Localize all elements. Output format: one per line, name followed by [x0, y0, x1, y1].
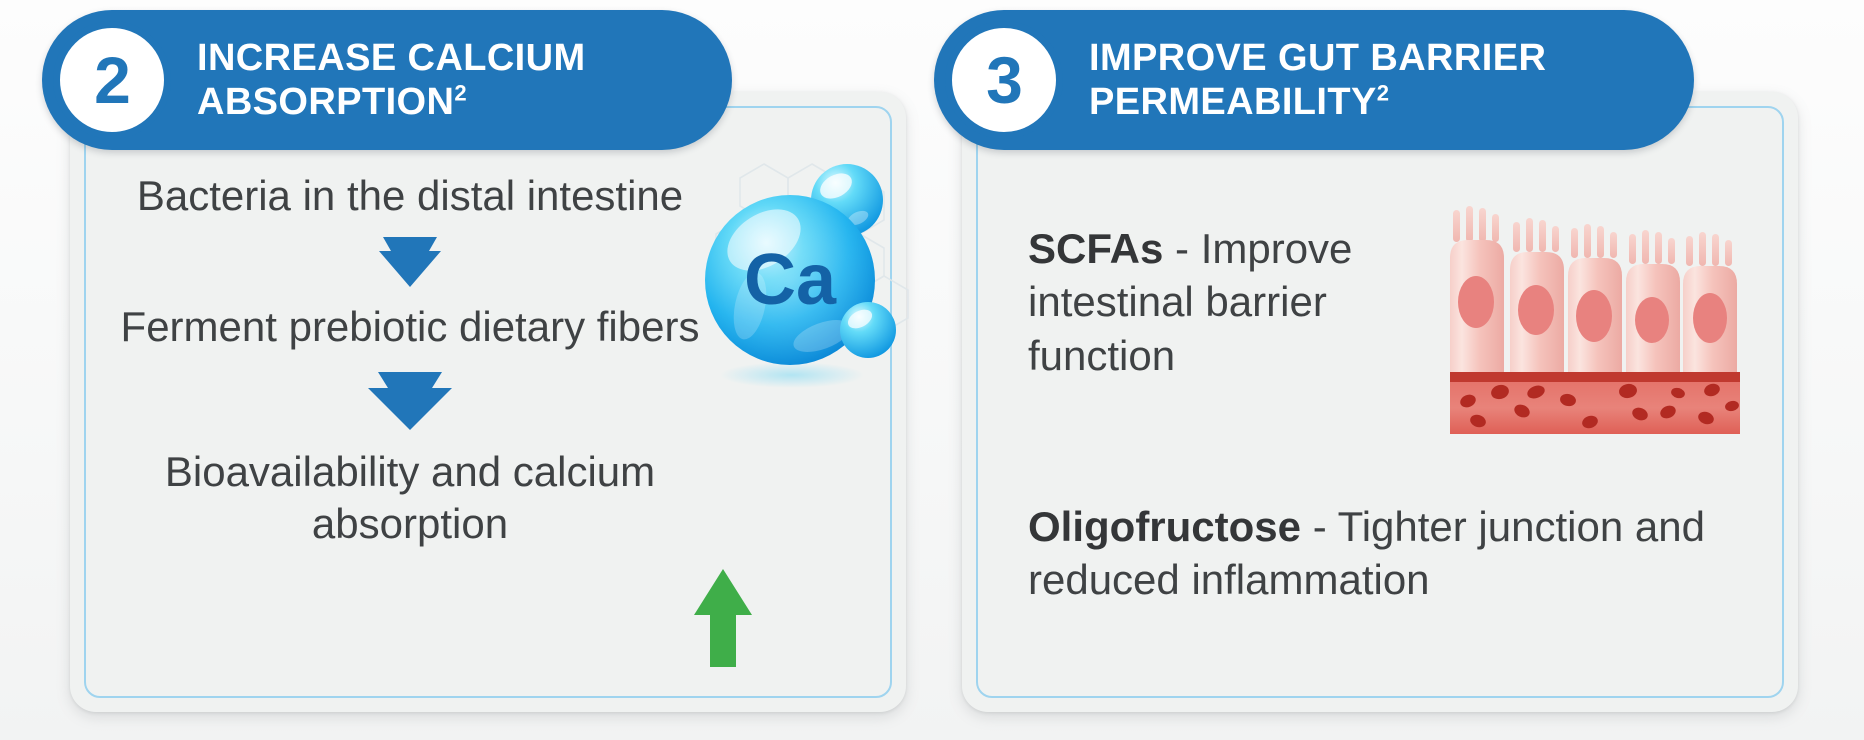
panel-header-increase-calcium-absorption: 2 INCREASE CALCIUM ABSORPTION2 [42, 10, 732, 150]
down-arrow-large-icon [100, 366, 720, 436]
panel-header-improve-gut-barrier-permeability: 3 IMPROVE GUT BARRIER PERMEABILITY2 [934, 10, 1694, 150]
epithelial-cell [1683, 232, 1737, 372]
epithelial-cell [1568, 224, 1622, 372]
blood-cell-group [1460, 383, 1739, 429]
panel-title-superscript: 2 [1376, 80, 1390, 106]
microvilli [1571, 224, 1617, 258]
epithelial-cell [1510, 218, 1564, 372]
panel-title-improve-gut-barrier-permeability: IMPROVE GUT BARRIER PERMEABILITY2 [1089, 36, 1694, 125]
cell-nucleus [1693, 293, 1727, 343]
down-arrow-small-icon [100, 231, 720, 293]
basement-membrane [1450, 372, 1740, 382]
bullet-scfas: SCFAs - Improve intestinal barrier funct… [1028, 222, 1428, 382]
flow-step-text-3: Bioavailability and calcium absorption [164, 448, 656, 547]
bullet-term-scfas: SCFAs [1028, 225, 1164, 272]
epithelial-cell [1626, 230, 1680, 372]
flow-step-text-1: Bacteria in the distal intestine [136, 172, 684, 219]
calcium-molecule-illustration: Ca [672, 128, 922, 398]
calcium-symbol-label: Ca [744, 240, 837, 320]
microvilli [1629, 230, 1675, 264]
step-badge-2: 2 [53, 21, 171, 139]
bullet-term-oligofructose: Oligofructose [1028, 503, 1302, 550]
bullet-separator: - [1301, 503, 1338, 550]
cell-nucleus [1635, 297, 1669, 343]
cell-nucleus [1518, 285, 1554, 335]
cell-nucleus [1576, 290, 1612, 342]
panel-title-increase-calcium-absorption: INCREASE CALCIUM ABSORPTION2 [197, 36, 732, 125]
bullet-oligofructose: Oligofructose - Tighter junction and red… [1028, 500, 1728, 607]
calcium-absorption-flow: Bacteria in the distal intestine Ferment… [100, 170, 720, 549]
bubble-shadow [720, 362, 864, 388]
epithelial-cell [1450, 206, 1504, 372]
microvilli [1686, 232, 1732, 266]
bullet-description-scfas: Improve intestinal barrier function [1028, 225, 1353, 379]
bullet-separator: - [1163, 225, 1201, 272]
lamina-propria [1450, 382, 1740, 434]
panel-title-text: IMPROVE GUT BARRIER PERMEABILITY [1089, 36, 1547, 123]
flow-step-text-2: Ferment prebiotic dietary fibers [120, 303, 700, 351]
panel-title-text: INCREASE CALCIUM ABSORPTION [197, 36, 586, 123]
microvilli [1513, 218, 1559, 252]
intestinal-epithelium-illustration [1440, 196, 1750, 436]
bubble-small-bottom [840, 302, 896, 358]
bubble-main-calcium: Ca [705, 195, 875, 365]
panel-title-superscript: 2 [454, 80, 468, 106]
step-badge-3: 3 [945, 21, 1063, 139]
epithelial-cell-group [1450, 206, 1737, 372]
microvilli [1453, 206, 1499, 242]
up-arrow-icon [690, 565, 756, 676]
cell-nucleus [1458, 276, 1494, 328]
panel-card-increase-calcium-absorption [70, 92, 906, 712]
bullet-description-oligofructose: Tighter junction and reduced inflammatio… [1028, 503, 1705, 604]
